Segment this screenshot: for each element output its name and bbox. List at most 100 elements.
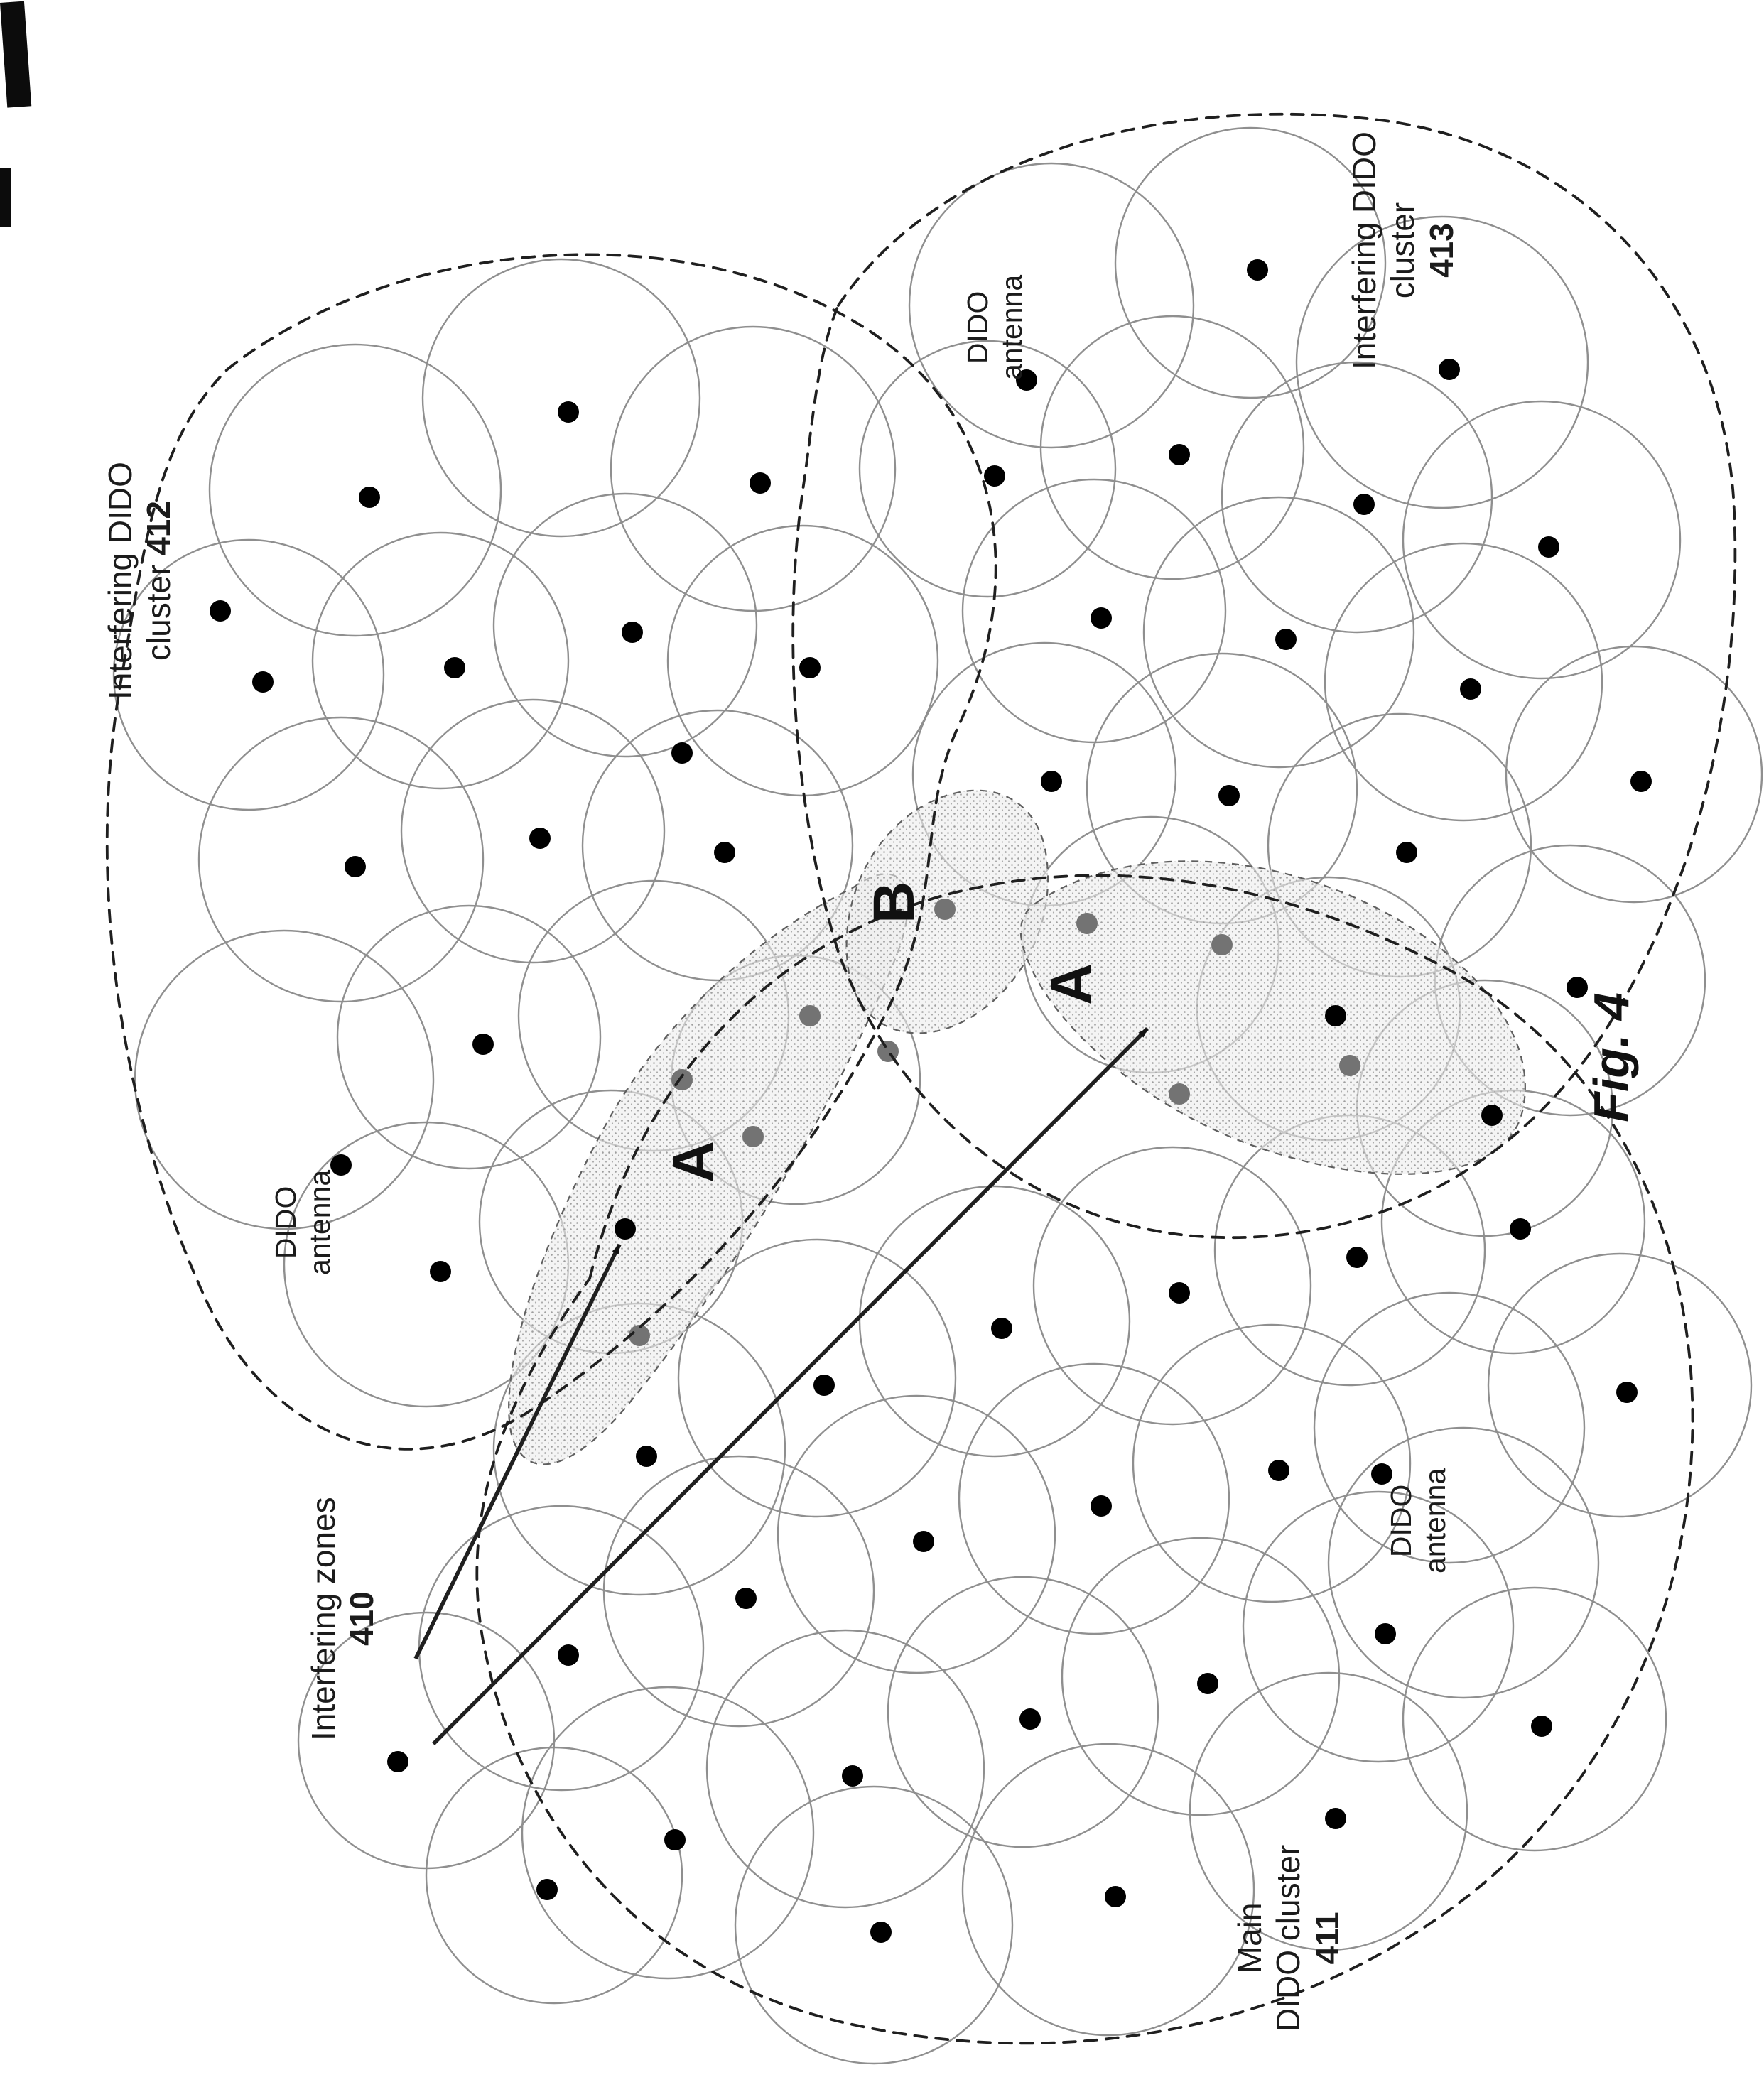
label-line: DIDO (961, 291, 994, 364)
dido-antenna-dot (1105, 1886, 1126, 1907)
label-interfering-cluster-413: Interfering DIDO cluster 413 (1345, 131, 1461, 369)
zone-antenna-dot (742, 1126, 764, 1147)
label-line: DIDO cluster (1270, 1844, 1307, 2032)
coverage-circle (336, 904, 602, 1170)
dido-antenna-dot (558, 401, 579, 423)
coverage-circle (1221, 361, 1493, 634)
coverage-circle (1324, 542, 1603, 822)
ref-numeral-412: 412 (140, 501, 178, 555)
coverage-circle (208, 343, 502, 637)
dido-antenna-dot (842, 1765, 863, 1787)
label-dido-antenna-left: DIDO antenna (269, 1170, 337, 1275)
zone-antenna-dot (877, 1041, 899, 1062)
coverage-circle (311, 531, 570, 790)
dido-antenna-dot (330, 1154, 352, 1176)
boundary-cluster-413 (791, 112, 1737, 1240)
dido-antenna-dot (615, 1218, 636, 1240)
coverage-circle (958, 1362, 1230, 1635)
coverage-circle (1313, 1291, 1586, 1564)
zone-arrows (413, 1027, 1149, 1745)
label-dido-antenna-top: DIDO antenna (961, 275, 1029, 380)
dido-antenna-dot (1375, 1623, 1396, 1644)
dido-antenna-dot (1019, 1708, 1041, 1730)
coverage-circle (610, 325, 897, 612)
label-line: Interfering DIDO (1346, 131, 1382, 369)
dido-antenna-dot (813, 1375, 835, 1396)
coverage-circle (705, 1629, 985, 1909)
dido-antenna-dot (1325, 1005, 1346, 1026)
dido-antenna-dot (472, 1034, 494, 1055)
dido-antenna-dot (1371, 1463, 1392, 1485)
coverage-circle (908, 162, 1195, 449)
dido-antenna-dot (536, 1879, 558, 1900)
coverage-circles (112, 126, 1763, 2065)
dido-antenna-dot (359, 487, 380, 508)
coverage-circle (421, 258, 701, 538)
coverage-circle (1039, 315, 1305, 580)
coverage-circle (961, 478, 1227, 744)
coverage-circle (734, 1785, 1014, 2065)
coverage-circle (858, 340, 1117, 598)
dido-antenna-dot (1268, 1460, 1289, 1481)
coverage-circle (112, 538, 385, 811)
dido-antenna-dot (1218, 785, 1240, 806)
dido-antenna-dot (1538, 536, 1559, 558)
figure-caption: Fig. 4 (1584, 992, 1639, 1122)
coverage-circle (961, 1743, 1255, 2037)
label-interfering-zones-410: Interfering zones 410 (304, 1497, 382, 1740)
coverage-circle (1327, 1426, 1600, 1699)
dido-antenna-dot (1460, 678, 1481, 700)
coverage-circle (400, 698, 666, 964)
label-interfering-cluster-412: Interfering DIDO cluster 412 (101, 462, 178, 700)
zone-antenna-dot (799, 1005, 821, 1026)
coverage-circle (521, 1686, 815, 1980)
coverage-circle (677, 1238, 957, 1518)
zone-antenna-dot (1211, 934, 1233, 955)
cluster-boundaries (105, 112, 1737, 2045)
ref-numeral-411: 411 (1308, 1912, 1346, 1965)
zone-antenna-dot (1076, 913, 1098, 934)
scan-artifact (0, 1, 32, 108)
label-line: antenna (1419, 1468, 1452, 1573)
zone-letter-b: B (862, 881, 926, 923)
dido-antenna-dot (1396, 842, 1417, 863)
label-line: cluster (1384, 202, 1422, 299)
coverage-circle (1061, 1537, 1341, 1816)
dido-antenna-dot (252, 671, 274, 693)
dido-antenna-dot (913, 1531, 934, 1552)
label-line: Main (1231, 1902, 1268, 1974)
coverage-circle (1402, 400, 1682, 680)
zone-antenna-dot (1339, 1055, 1360, 1076)
dido-antenna-dot (799, 657, 821, 678)
dido-antenna-dot (1247, 259, 1268, 281)
coverage-circle (1032, 1146, 1312, 1426)
dido-antenna-dot (1481, 1105, 1503, 1126)
dido-antenna-dot (1169, 1282, 1190, 1304)
label-line: Interfering zones (305, 1497, 342, 1740)
dido-antenna-dot (622, 622, 643, 643)
coverage-circle (1295, 215, 1589, 509)
dido-antenna-dot (558, 1644, 579, 1666)
dido-antenna-dot (1091, 607, 1112, 629)
zone-antenna-dot (629, 1325, 650, 1346)
dido-antenna-dot (1169, 444, 1190, 465)
ref-numeral-410: 410 (343, 1591, 381, 1647)
dido-antenna-dot (1346, 1247, 1368, 1268)
zone-antenna-dot (1169, 1083, 1190, 1105)
label-line: antenna (995, 274, 1029, 380)
coverage-circle (777, 1394, 1056, 1674)
coverage-circle (1142, 496, 1415, 769)
dido-antenna-dot (1275, 629, 1297, 650)
dido-antenna-dot (430, 1261, 451, 1282)
dido-antenna-dot (1197, 1673, 1218, 1694)
dido-antenna-dot (870, 1922, 892, 1943)
zone-antenna-dot (934, 899, 956, 920)
arrow-to-zone-a-left (413, 1243, 622, 1660)
dido-antenna-dot (529, 828, 551, 849)
label-line: 411 (1308, 1845, 1346, 2032)
coverage-circle (1242, 1490, 1515, 1763)
dido-antenna-dot (714, 842, 735, 863)
zone-antenna-dot (671, 1069, 693, 1090)
